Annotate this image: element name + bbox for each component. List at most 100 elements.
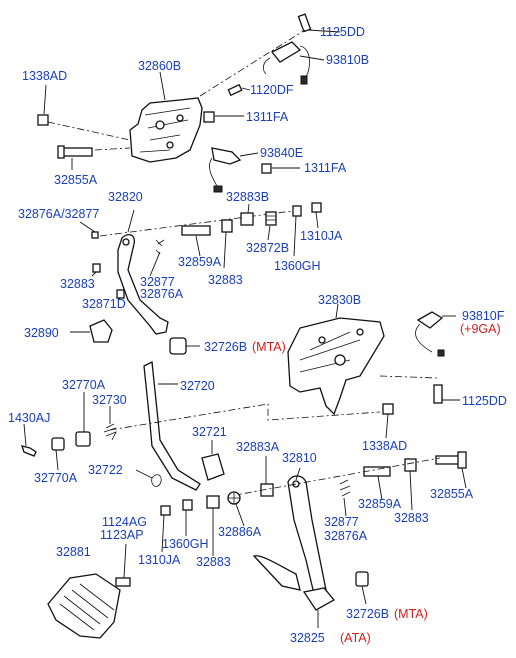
label-32726B-top[interactable]: 32726B <box>204 340 247 354</box>
label-32881[interactable]: 32881 <box>56 545 91 559</box>
spring-32877-32876A <box>149 239 165 277</box>
label-32883-c[interactable]: 32883 <box>394 511 429 525</box>
label-1311FA-b[interactable]: 1311FA <box>304 161 347 175</box>
stopper-32726B-top <box>169 337 200 355</box>
label-32876A-32877[interactable]: 32876A/32877 <box>18 207 99 221</box>
bush-32871D <box>116 289 125 301</box>
label-32770A-bot[interactable]: 32770A <box>34 471 78 485</box>
label-32770A-top[interactable]: 32770A <box>62 378 106 392</box>
clip-32722 <box>135 469 162 487</box>
label-mta-bot: (MTA) <box>394 607 428 621</box>
pedal-32820 <box>117 209 169 335</box>
sensor-93810F <box>415 311 456 357</box>
label-32720[interactable]: 32720 <box>180 379 215 393</box>
label-32810[interactable]: 32810 <box>282 451 317 465</box>
bracket-32860B <box>129 71 203 163</box>
label-32830B[interactable]: 32830B <box>318 293 361 307</box>
label-32855A-bot[interactable]: 32855A <box>430 487 474 501</box>
label-32726B-bot[interactable]: 32726B <box>346 607 389 621</box>
collar-32883B <box>240 203 254 226</box>
sensor-93810B <box>262 41 325 85</box>
switch-93840E <box>209 147 259 193</box>
bush-32883-top <box>221 219 233 269</box>
shaft-32859A-top <box>181 225 211 257</box>
label-32886A[interactable]: 32886A <box>218 525 262 539</box>
sleeve-32883A <box>260 456 274 497</box>
label-1310JA-top[interactable]: 1310JA <box>300 229 343 243</box>
label-1360GH-top[interactable]: 1360GH <box>274 259 321 273</box>
label-1120DF[interactable]: 1120DF <box>250 83 294 97</box>
bolt-32855A-bot <box>435 451 467 489</box>
label-mta-top: (MTA) <box>252 340 286 354</box>
spring-32886A <box>227 491 245 527</box>
spring-32877-32876A-bot <box>339 479 351 517</box>
bush-32770A-bot <box>51 437 65 471</box>
nut-1310JA-bot <box>160 505 171 553</box>
label-32722[interactable]: 32722 <box>88 463 123 477</box>
nut-1311FA-a <box>203 111 244 123</box>
label-32883A[interactable]: 32883A <box>236 440 280 454</box>
stud-1120DF <box>227 83 251 97</box>
screw-1430AJ <box>21 423 37 457</box>
label-93810B[interactable]: 93810B <box>326 53 369 67</box>
bolt-1125DD-mid <box>433 384 460 404</box>
label-32890[interactable]: 32890 <box>24 326 59 340</box>
label-32877-top[interactable]: 32877 <box>140 275 175 289</box>
label-32877-bot[interactable]: 32877 <box>324 515 359 529</box>
spring-32872B <box>265 211 277 241</box>
label-1338AD-top[interactable]: 1338AD <box>22 69 67 83</box>
spring-32730 <box>103 406 117 441</box>
label-32883B[interactable]: 32883B <box>226 190 269 204</box>
label-32883-d[interactable]: 32883 <box>196 555 231 569</box>
label-32860B[interactable]: 32860B <box>138 59 181 73</box>
floor-pedal-32881 <box>47 573 121 639</box>
washer-1360GH-bot <box>182 499 193 536</box>
nut-1338AD-mid <box>382 403 394 439</box>
label-32820[interactable]: 32820 <box>108 190 143 204</box>
label-32721[interactable]: 32721 <box>192 425 227 439</box>
label-1360GH-bot[interactable]: 1360GH <box>162 537 209 551</box>
label-32876A-bot[interactable]: 32876A <box>324 529 368 543</box>
label-93810F[interactable]: 93810F <box>462 309 505 323</box>
label-1125DD-mid[interactable]: 1125DD <box>462 394 507 408</box>
label-32859A-top[interactable]: 32859A <box>178 255 222 269</box>
label-32859A-bot[interactable]: 32859A <box>358 497 402 511</box>
bush-32883-d <box>206 495 220 556</box>
label-1125DD-top[interactable]: 1125DD <box>320 25 365 39</box>
label-1430AJ[interactable]: 1430AJ <box>8 411 50 425</box>
rod-32720 <box>143 360 201 491</box>
shaft-32859A-bot <box>363 466 391 501</box>
pad-32890 <box>70 319 113 343</box>
clip-32876A-32877 <box>79 221 99 239</box>
label-32876A-top[interactable]: 32876A <box>140 287 184 301</box>
bolt-32855A-top <box>57 145 93 170</box>
label-32730[interactable]: 32730 <box>92 393 127 407</box>
label-ata: (ATA) <box>340 631 371 645</box>
pad-32825-area <box>252 555 336 628</box>
bush-32770A-top <box>75 392 91 447</box>
label-1310JA-bot[interactable]: 1310JA <box>138 553 181 567</box>
screw-1124AG-1123AP <box>115 543 131 587</box>
label-32871D[interactable]: 32871D <box>82 297 126 311</box>
washer-1360GH-top <box>292 205 302 257</box>
bracket-32830B <box>287 303 385 416</box>
label-9GA: (+9GA) <box>460 322 501 336</box>
label-1311FA-a[interactable]: 1311FA <box>246 110 289 124</box>
label-1123AP[interactable]: 1123AP <box>100 528 144 542</box>
label-32872B[interactable]: 32872B <box>246 241 289 255</box>
label-32883-a[interactable]: 32883 <box>60 277 95 291</box>
nut-1311FA-b <box>261 163 300 174</box>
label-1338AD-mid[interactable]: 1338AD <box>362 439 407 453</box>
stopper-32726B-bot <box>355 571 369 605</box>
nut-1310JA-top <box>311 202 322 229</box>
label-1124AG[interactable]: 1124AG <box>102 515 147 529</box>
nut-1338AD-top <box>37 84 49 126</box>
label-32883-b[interactable]: 32883 <box>208 273 243 287</box>
label-32825[interactable]: 32825 <box>290 631 325 645</box>
bolt-1125DD-top <box>297 13 341 33</box>
bush-32883-left <box>91 263 101 277</box>
label-32855A-top[interactable]: 32855A <box>54 173 98 187</box>
label-93840E[interactable]: 93840E <box>260 146 303 160</box>
pad-32721 <box>201 440 225 481</box>
